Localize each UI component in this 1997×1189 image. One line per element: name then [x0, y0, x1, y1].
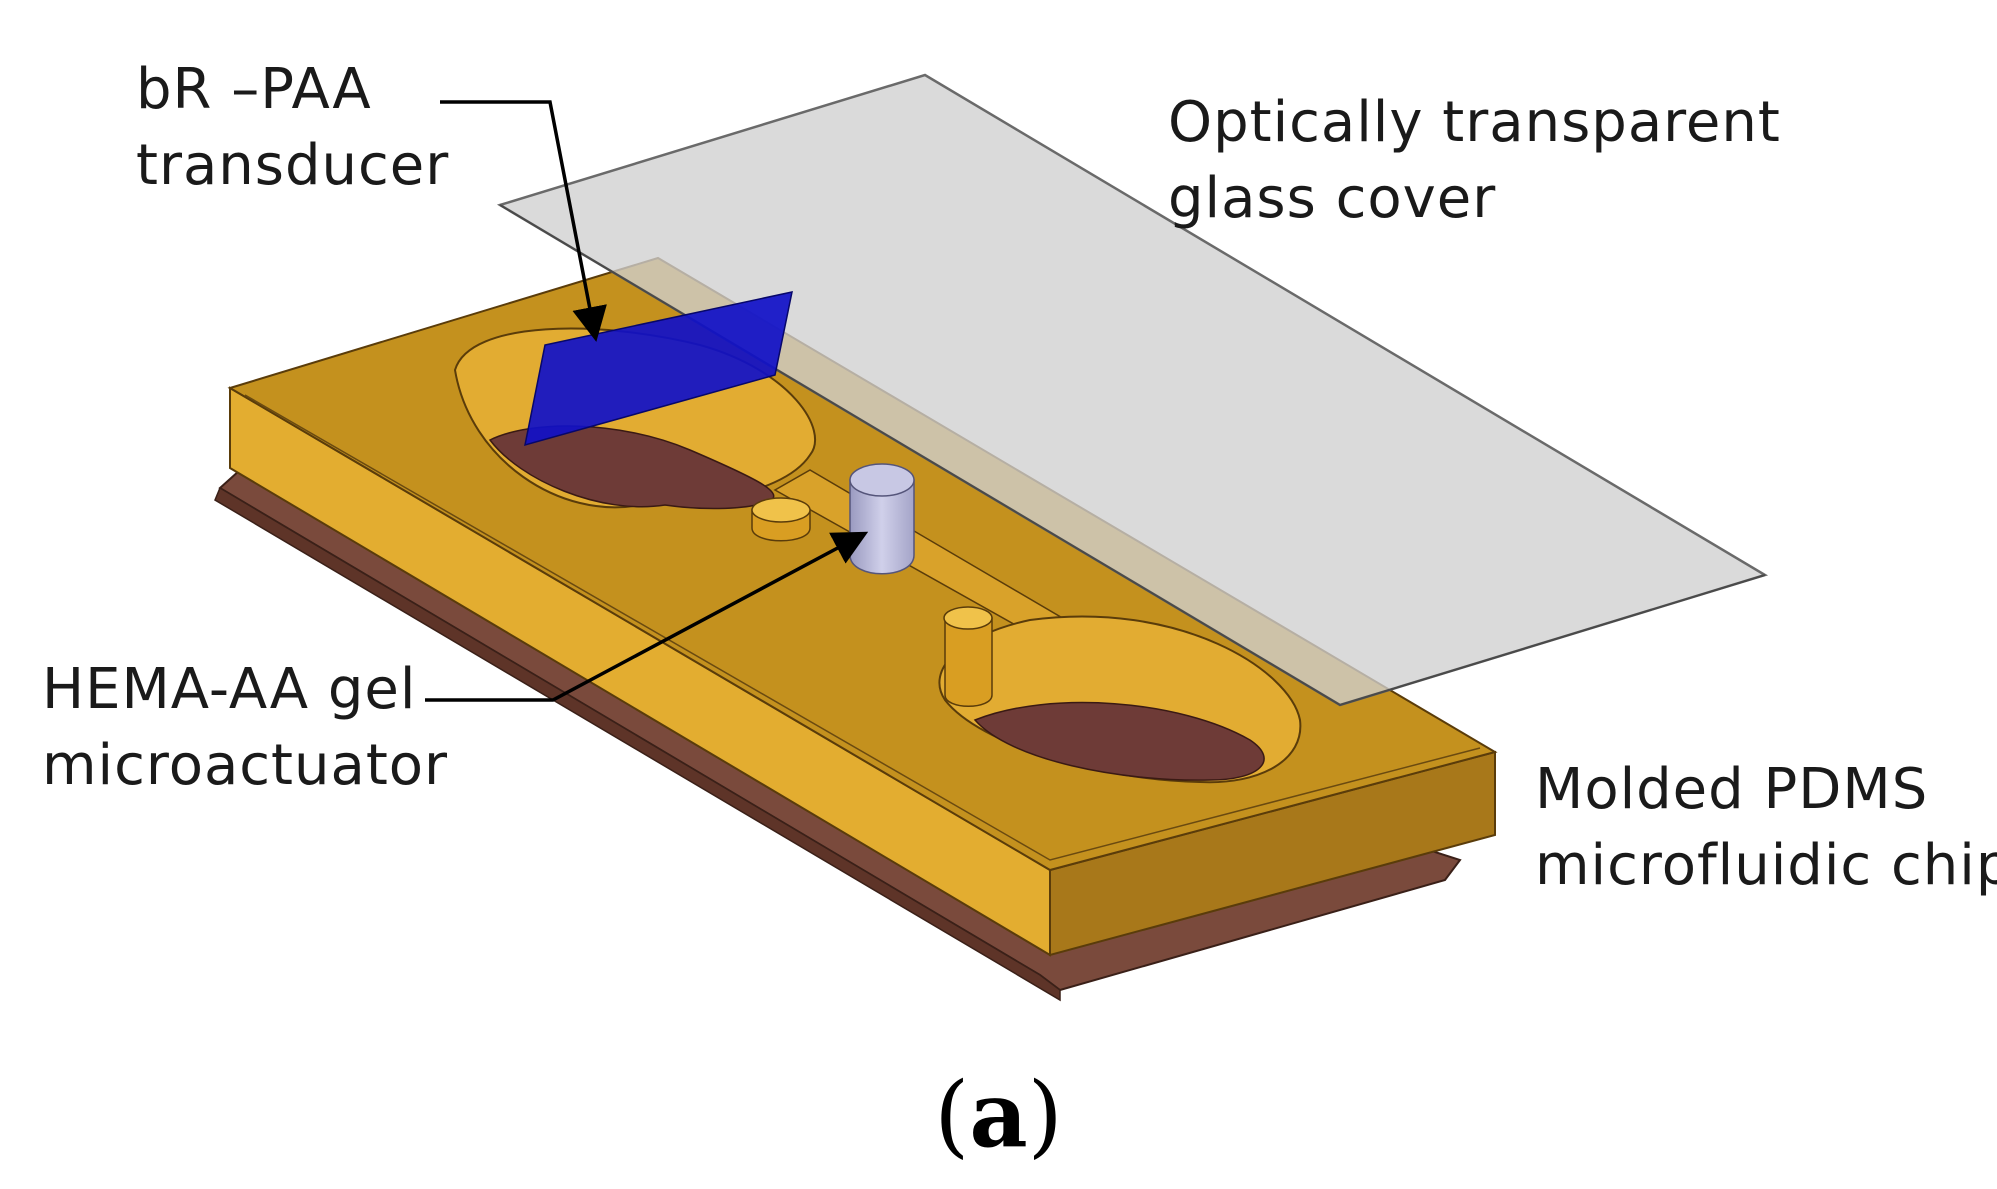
pdms-top-edge [244, 394, 1481, 861]
chip-label: Molded PDMS microfluidic chip [1535, 757, 1997, 898]
glass-cover-label: Optically transparent glass cover [1168, 90, 1781, 231]
transducer-label: bR –PAA transducer [136, 57, 450, 198]
gel-leader [425, 531, 869, 702]
post-right [943, 606, 993, 707]
lower-chamber-floor [973, 701, 1265, 781]
transducer-leader [440, 100, 607, 342]
glass-cover-edge [499, 204, 1766, 707]
gel-microactuator [849, 463, 915, 575]
post-left [751, 497, 811, 542]
gel-label: HEMA-AA gel microactuator [42, 657, 449, 798]
bR-PAA-transducer [524, 291, 793, 447]
base-layer-edge [214, 486, 1061, 1002]
panel-label: (a) [934, 1062, 1063, 1168]
